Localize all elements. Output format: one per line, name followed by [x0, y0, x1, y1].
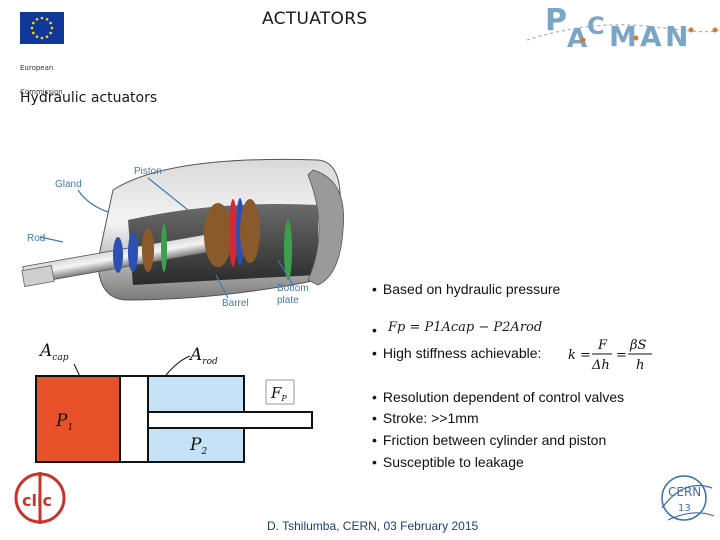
svg-text:F: F [597, 338, 608, 353]
svg-text:CERN: CERN [668, 485, 701, 499]
svg-text:A: A [567, 24, 587, 54]
p1-label: P1 [55, 411, 73, 433]
page-number: 13 [678, 503, 691, 514]
slide-title: ACTUATORS [262, 9, 368, 29]
clic-logo: clic [12, 468, 68, 528]
svg-text:k =: k = [568, 348, 591, 363]
eu-logo-text: European Commission [20, 48, 80, 112]
eu-text-line: European [20, 64, 54, 72]
svg-text:N: N [665, 20, 688, 53]
svg-text:M: M [609, 20, 637, 53]
actuator-schematic-diagram: Acap Arod P1 P2 FP [30, 336, 330, 472]
force-equation: Fp = P1Acap − P2Arod [388, 320, 543, 335]
svg-text:clic: clic [22, 491, 52, 510]
bullet-resolution: •Resolution dependent of control valves [372, 389, 625, 405]
a-cap-label: Acap [38, 341, 69, 363]
a-rod-label: Arod [188, 345, 218, 367]
callout-rod: Rod [27, 233, 46, 244]
pacman-letters: P [545, 3, 567, 38]
hydraulic-cylinder-cutaway-image [18, 150, 358, 320]
svg-text:A: A [640, 20, 662, 53]
bullet-stiffness: •High stiffness achievable: [372, 345, 542, 361]
svg-text:Δh: Δh [591, 358, 610, 373]
footer-text: D. Tshilumba, CERN, 03 February 2015 [267, 519, 479, 533]
bullet-force-equation: • [372, 322, 377, 338]
callout-barrel: Barrel [222, 298, 249, 309]
bullet-friction: •Friction between cylinder and piston [372, 432, 607, 448]
european-commission-logo: European Commission [20, 12, 66, 96]
eu-flag-icon [20, 12, 64, 44]
pacman-logo: P A C M A N [525, 0, 720, 62]
p2-label: P2 [189, 435, 207, 457]
svg-text:=: = [616, 348, 627, 363]
section-subtitle: Hydraulic actuators [20, 90, 158, 106]
eu-text-line: Commission [20, 88, 63, 96]
callout-piston: Piston [134, 166, 162, 177]
svg-text:h: h [636, 358, 644, 373]
svg-text:βS: βS [629, 338, 647, 353]
bullet-hydraulic-pressure: •Based on hydraulic pressure [372, 281, 561, 297]
bullet-stroke: •Stroke: >>1mm [372, 410, 479, 426]
fp-label: FP [270, 384, 287, 403]
bullet-leakage: •Susceptible to leakage [372, 454, 524, 470]
callout-bottom-plate: Bottom plate [277, 283, 309, 306]
cern-logo: CERN 13 [654, 468, 718, 532]
callout-gland: Gland [55, 179, 82, 190]
stiffness-equation: k = F Δh = βS h [568, 334, 658, 376]
svg-text:C: C [587, 12, 605, 40]
